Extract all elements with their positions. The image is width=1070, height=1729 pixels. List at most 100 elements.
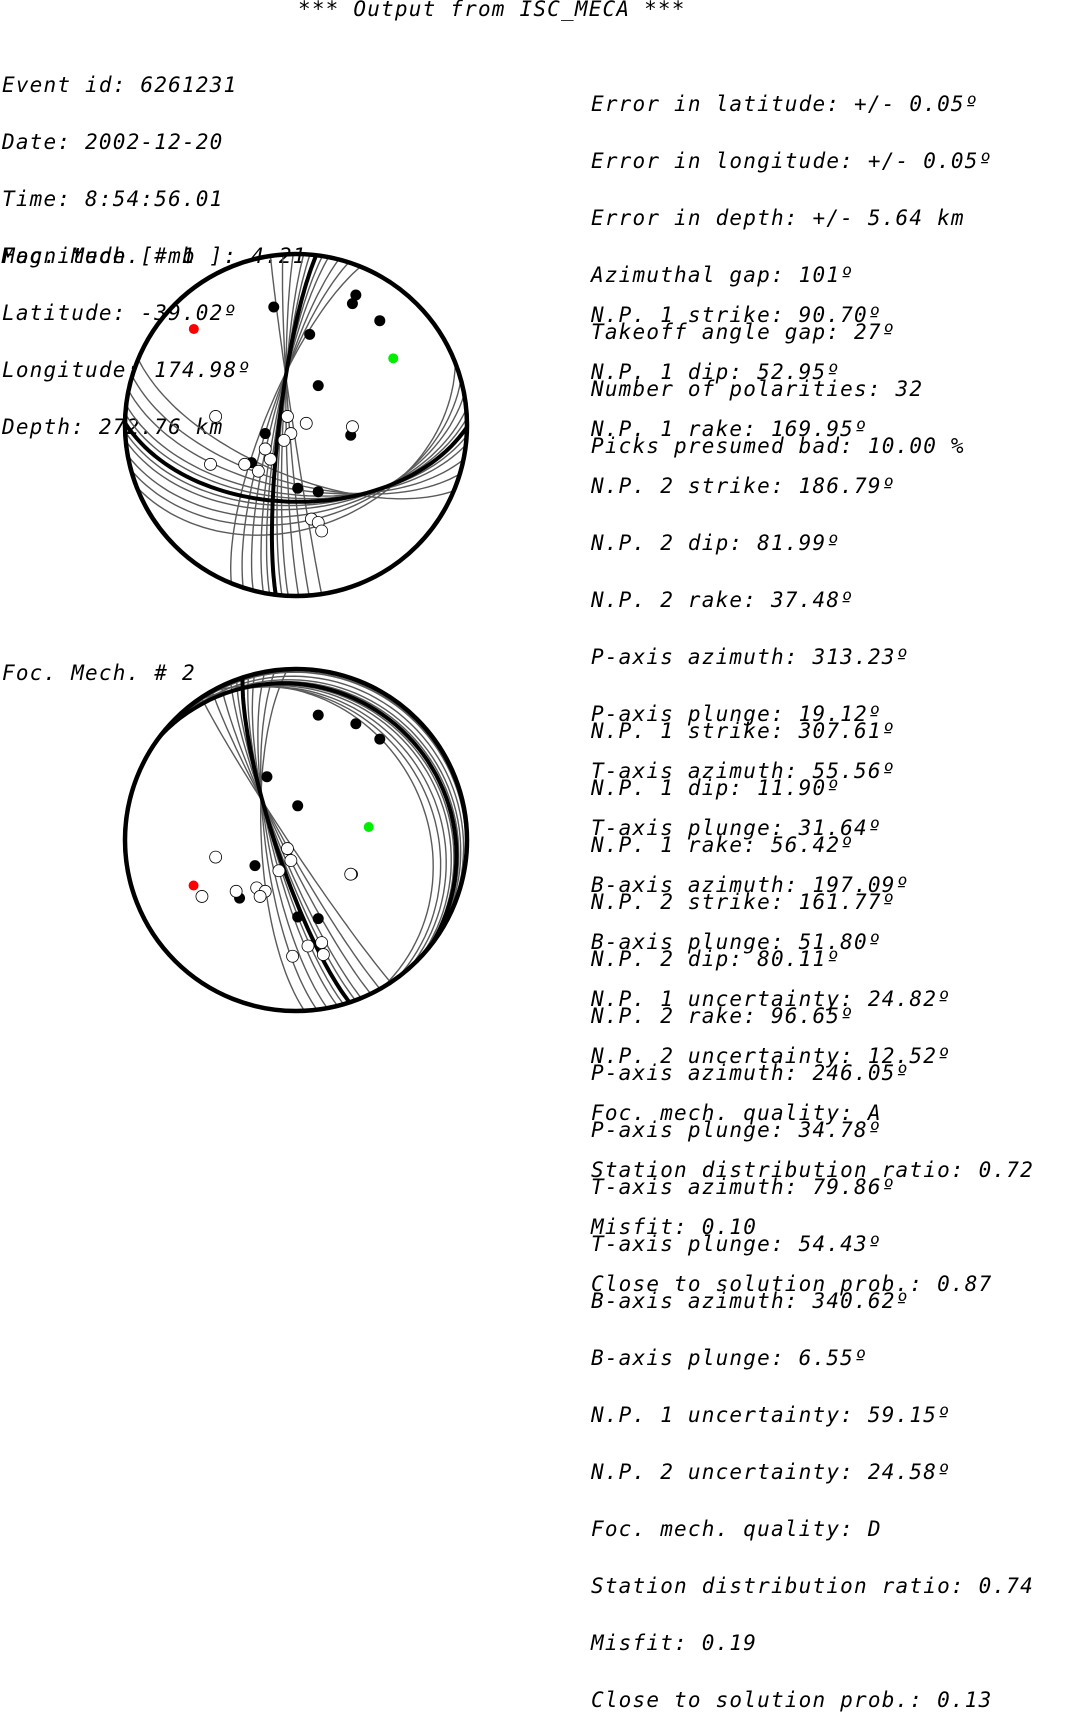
- uncertainty-plane: [125, 408, 467, 511]
- uncertainty-plane: [200, 697, 392, 983]
- number-of-polarities: Number of polarities: 32: [591, 377, 924, 401]
- uncertainty-plane: [136, 362, 456, 536]
- uncertainty-plane: [125, 404, 467, 497]
- np1-uncertainty: N.P. 1 uncertainty: 59.15º: [591, 1403, 951, 1427]
- uncertainty-plane: [260, 670, 318, 1011]
- compression-station: [374, 315, 386, 327]
- focal-sphere-outline: [122, 251, 470, 599]
- uncertainty-plane: [250, 258, 340, 591]
- np1-rake: N.P. 1 rake: 56.42º: [591, 833, 855, 857]
- b-axis-plunge: B-axis plunge: 51.80º: [591, 930, 882, 954]
- event-date: Date: 2002-12-20: [2, 130, 224, 154]
- event-magnitude: Magnitude [ mb ]: 4.21: [2, 244, 307, 268]
- uncertainty-plane: [194, 686, 442, 979]
- np1-dip: N.P. 1 dip: 52.95º: [591, 360, 841, 384]
- uncertainty-plane: [130, 671, 467, 887]
- takeoff-angle-gap: Takeoff angle gap: 27º: [591, 320, 896, 344]
- picks-presumed-bad: Picks presumed bad: 10.00 %: [591, 434, 965, 458]
- uncertainty-plane: [124, 413, 468, 500]
- dilatation-station: [253, 890, 267, 903]
- compression-station: [261, 771, 273, 783]
- mechanism-2-parameters: N.P. 1 strike: 307.61º N.P. 1 dip: 11.90…: [591, 684, 1034, 1729]
- t-axis-marker: [388, 353, 399, 364]
- uncertainty-plane: [230, 681, 362, 999]
- close-to-solution-prob: Close to solution prob.: 0.13: [591, 1688, 993, 1712]
- event-id: Event id: 6261231: [2, 73, 238, 97]
- uncertainty-plane: [209, 684, 434, 988]
- compression-station: [350, 718, 362, 730]
- error-longitude: Error in longitude: +/- 0.05º: [591, 149, 993, 173]
- compression-station: [292, 911, 304, 923]
- compression-station: [346, 298, 358, 310]
- compression-station: [292, 482, 304, 494]
- np1-uncertainty: N.P. 1 uncertainty: 24.82º: [591, 987, 951, 1011]
- dilatation-station: [258, 442, 272, 456]
- np2-uncertainty: N.P. 2 uncertainty: 24.58º: [591, 1460, 951, 1484]
- uncertainty-plane: [241, 261, 350, 588]
- np1-strike: N.P. 1 strike: 90.70º: [591, 303, 882, 327]
- dilatation-station: [281, 842, 294, 855]
- t-axis-plunge: T-axis plunge: 54.43º: [591, 1232, 882, 1256]
- azimuthal-gap: Azimuthal gap: 101º: [591, 263, 855, 287]
- nodal-plane-2: [269, 254, 319, 596]
- uncertainty-plane: [285, 253, 300, 597]
- station-distribution-ratio: Station distribution ratio: 0.74: [591, 1574, 1034, 1598]
- dilatation-station: [277, 433, 291, 447]
- uncertainty-plane: [281, 254, 310, 596]
- t-axis-azimuth: T-axis azimuth: 55.56º: [591, 759, 896, 783]
- np2-dip: N.P. 2 dip: 80.11º: [591, 947, 841, 971]
- compression-station: [292, 800, 304, 812]
- dilatation-station: [209, 850, 223, 864]
- nodal-plane-1: [123, 421, 469, 504]
- compression-station: [304, 328, 316, 340]
- b-axis-azimuth: B-axis azimuth: 197.09º: [591, 873, 910, 897]
- uncertainty-plane: [280, 254, 305, 596]
- np2-dip: N.P. 2 dip: 81.99º: [591, 531, 841, 555]
- compression-station: [312, 486, 324, 498]
- compression-station: [312, 913, 324, 925]
- dilatation-station: [284, 854, 298, 867]
- np2-rake: N.P. 2 rake: 96.65º: [591, 1004, 855, 1028]
- compression-station: [350, 289, 362, 301]
- dilatation-station: [238, 457, 252, 471]
- event-longitude: Longitude: 174.98º: [2, 358, 252, 382]
- dilatation-station: [195, 890, 209, 903]
- dilatation-station: [344, 867, 358, 881]
- misfit: Misfit: 0.19: [591, 1631, 758, 1655]
- t-axis-plunge: T-axis plunge: 31.64º: [591, 816, 882, 840]
- mech-quality: Foc. mech. quality: D: [591, 1517, 882, 1541]
- uncertainty-plane: [182, 685, 447, 969]
- dilatation-station: [263, 452, 277, 466]
- error-latitude: Error in latitude: +/- 0.05º: [591, 92, 979, 116]
- uncertainty-plane: [127, 389, 464, 495]
- dilatation-station: [299, 416, 313, 430]
- b-axis-plunge: B-axis plunge: 6.55º: [591, 1346, 868, 1370]
- p-axis-marker: [188, 880, 199, 891]
- nodal-plane-1: [159, 681, 459, 946]
- mechanism-1-beachball: [122, 251, 470, 599]
- dilatation-station: [251, 464, 265, 478]
- event-depth: Depth: 272.76 km: [2, 415, 224, 439]
- np1-strike: N.P. 1 strike: 307.61º: [591, 719, 896, 743]
- uncertainty-plane: [257, 671, 328, 1009]
- p-axis-plunge: P-axis plunge: 19.12º: [591, 702, 882, 726]
- np2-strike: N.P. 2 strike: 161.77º: [591, 890, 896, 914]
- t-axis-marker: [363, 821, 374, 832]
- dilatation-station: [272, 864, 286, 878]
- np2-strike: N.P. 2 strike: 186.79º: [591, 474, 896, 498]
- p-axis-azimuth: P-axis azimuth: 313.23º: [591, 645, 910, 669]
- uncertainty-plane: [260, 256, 330, 593]
- b-axis-azimuth: B-axis azimuth: 340.62º: [591, 1289, 910, 1313]
- np1-rake: N.P. 1 rake: 169.95º: [591, 417, 868, 441]
- dilatation-station: [315, 936, 329, 950]
- uncertainty-plane: [124, 417, 468, 507]
- compression-station: [312, 380, 324, 392]
- uncertainty-plane: [251, 674, 339, 1007]
- dilatation-station: [301, 939, 315, 953]
- compression-station: [259, 428, 271, 440]
- dilatation-station: [316, 948, 330, 961]
- dilatation-station: [286, 949, 299, 963]
- event-time: Time: 8:54:56.01: [2, 187, 224, 211]
- p-axis-azimuth: P-axis azimuth: 246.05º: [591, 1061, 910, 1085]
- compression-station: [312, 709, 324, 721]
